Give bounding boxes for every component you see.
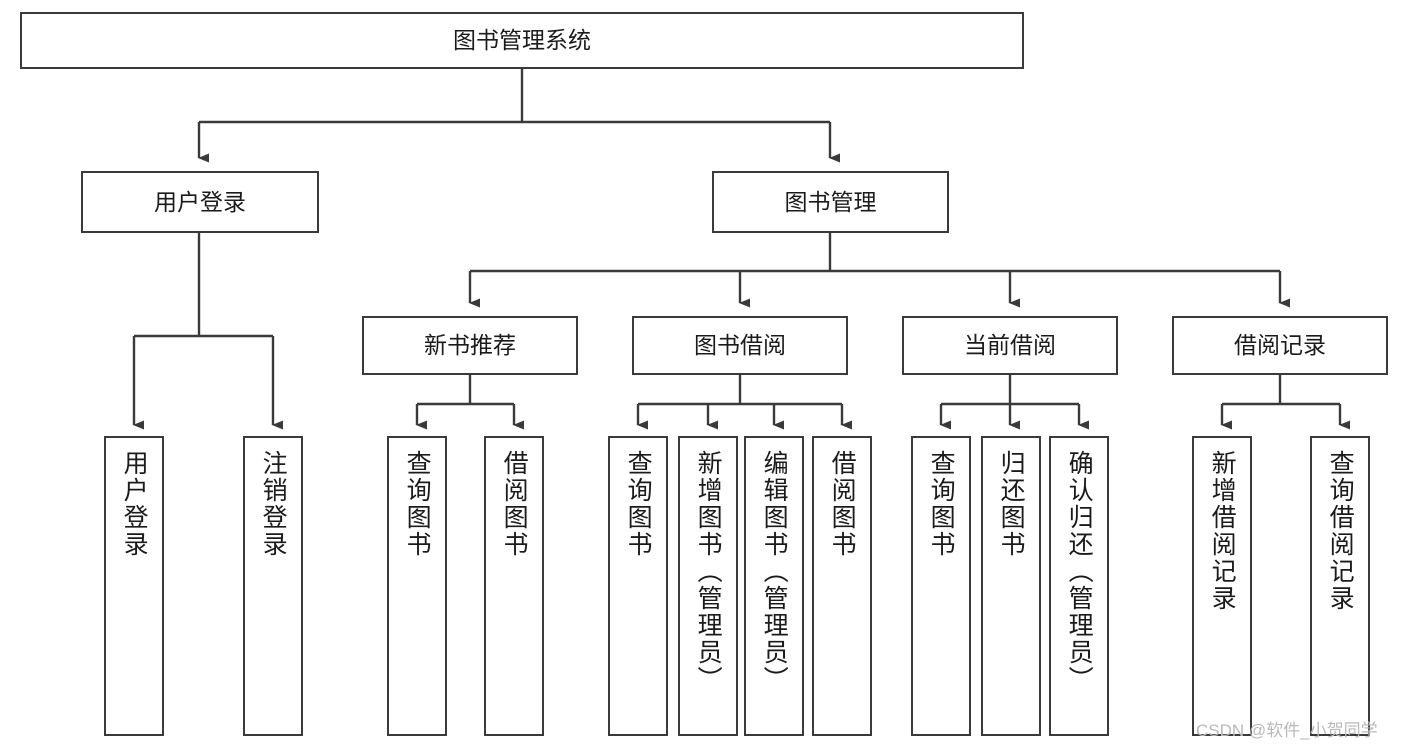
watermark-text: CSDN @软件_小贺同学	[1196, 721, 1378, 740]
node-book-borrow[interactable]: 图书借阅	[632, 316, 848, 375]
leaf-edit-book-admin[interactable]: 编辑图书（管理员）	[744, 436, 804, 736]
node-label: 当前借阅	[964, 332, 1056, 359]
node-label: 新增借阅记录	[1208, 450, 1237, 612]
node-root-system[interactable]: 图书管理系统	[20, 12, 1024, 69]
leaf-return-book[interactable]: 归还图书	[981, 436, 1041, 736]
leaf-user-login[interactable]: 用户登录	[104, 436, 164, 736]
node-label: 查询借阅记录	[1326, 450, 1355, 612]
node-book-management[interactable]: 图书管理	[712, 171, 949, 233]
leaf-confirm-return-admin[interactable]: 确认归还（管理员）	[1049, 436, 1109, 736]
node-label: 图书管理	[784, 188, 877, 215]
leaf-logout[interactable]: 注销登录	[243, 436, 303, 736]
leaf-query-book-recommend[interactable]: 查询图书	[387, 436, 447, 736]
node-current-borrow[interactable]: 当前借阅	[902, 316, 1118, 375]
node-label: 借阅记录	[1234, 332, 1326, 359]
leaf-query-book-current[interactable]: 查询图书	[911, 436, 971, 736]
node-new-book-recommend[interactable]: 新书推荐	[362, 316, 578, 375]
leaf-add-book-admin[interactable]: 新增图书（管理员）	[678, 436, 738, 736]
leaf-borrow-book-recommend[interactable]: 借阅图书	[484, 436, 544, 736]
node-label: 查询图书	[927, 450, 956, 558]
node-label: 确认归还（管理员）	[1065, 450, 1094, 693]
node-label: 编辑图书（管理员）	[760, 450, 789, 693]
leaf-query-book-borrow[interactable]: 查询图书	[608, 436, 668, 736]
node-label: 用户登录	[120, 450, 149, 558]
leaf-query-borrow-record[interactable]: 查询借阅记录	[1310, 436, 1370, 736]
node-label: 查询图书	[403, 450, 432, 558]
leaf-add-borrow-record[interactable]: 新增借阅记录	[1192, 436, 1252, 736]
node-borrow-record[interactable]: 借阅记录	[1172, 316, 1388, 375]
leaf-borrow-book[interactable]: 借阅图书	[812, 436, 872, 736]
node-label: 借阅图书	[500, 450, 529, 558]
node-label: 用户登录	[154, 188, 246, 215]
node-label: 归还图书	[997, 450, 1026, 558]
node-label: 新书推荐	[424, 332, 516, 359]
node-label: 新增图书（管理员）	[694, 450, 723, 693]
node-label: 图书管理系统	[453, 27, 591, 54]
node-label: 借阅图书	[828, 450, 857, 558]
node-label: 图书借阅	[694, 332, 786, 359]
node-label: 注销登录	[259, 450, 288, 558]
node-user-login[interactable]: 用户登录	[81, 171, 319, 233]
node-label: 查询图书	[624, 450, 653, 558]
